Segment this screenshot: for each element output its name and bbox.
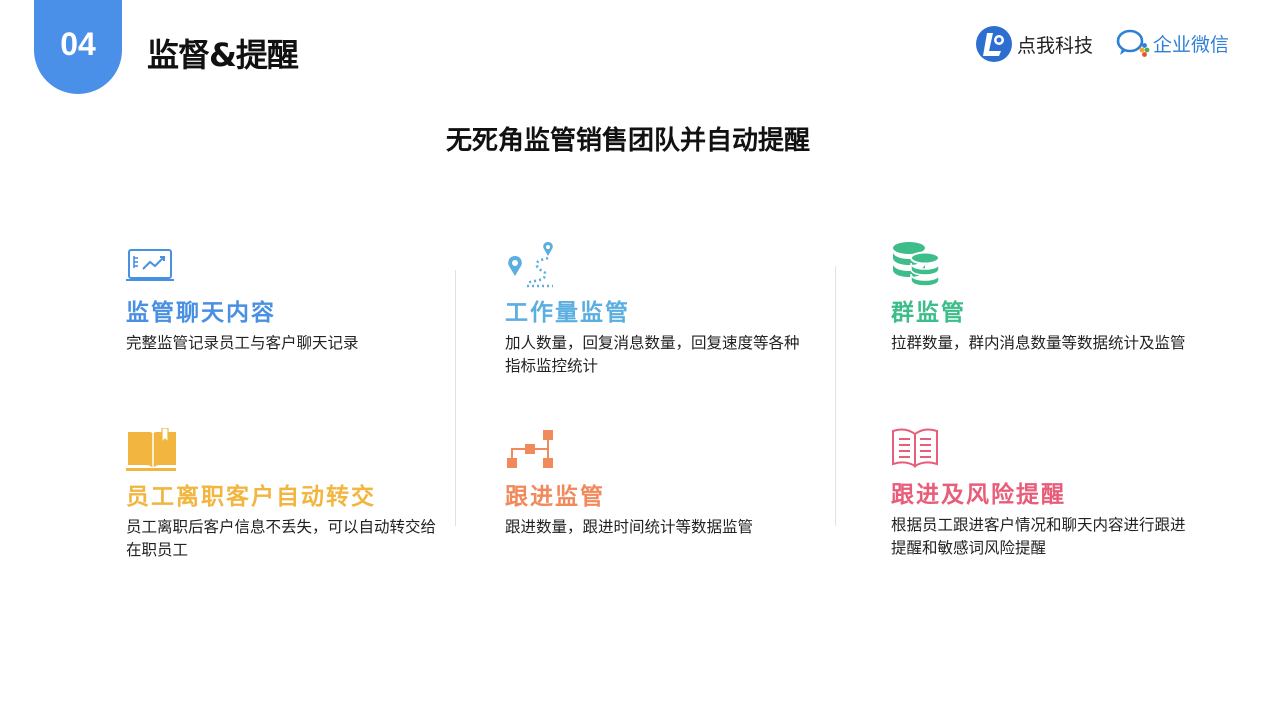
section-number: 04 bbox=[60, 25, 96, 62]
feature-title: 工作量监管 bbox=[505, 300, 630, 326]
flow-steps-icon bbox=[507, 430, 553, 468]
route-pin-icon bbox=[508, 242, 553, 288]
feature-title: 员工离职客户自动转交 bbox=[126, 484, 376, 510]
wecom-logo-label: 企业微信 bbox=[1153, 33, 1230, 56]
dianwo-logo: 点我科技 bbox=[975, 25, 1093, 63]
open-book-icon bbox=[126, 427, 176, 471]
feature-title: 跟进及风险提醒 bbox=[891, 482, 1066, 508]
coin-stack-icon bbox=[893, 242, 940, 287]
feature-workload-monitoring: 工作量监管 加人数量，回复消息数量，回复速度等各种指标监控统计 bbox=[505, 240, 805, 378]
column-divider-1 bbox=[455, 270, 456, 526]
feature-description: 跟进数量，跟进时间统计等数据监管 bbox=[505, 518, 754, 536]
column-divider-2 bbox=[835, 266, 836, 526]
section-number-badge: 04 bbox=[34, 0, 122, 94]
main-title: 无死角监管销售团队并自动提醒 bbox=[445, 126, 810, 156]
feature-group-monitoring: 群监管 拉群数量，群内消息数量等数据统计及监管 bbox=[891, 240, 1191, 355]
feature-description: 完整监管记录员工与客户聊天记录 bbox=[126, 334, 359, 352]
dianwo-logo-label: 点我科技 bbox=[1017, 34, 1094, 57]
feature-description: 员工离职后客户信息不丢失，可以自动转交给在职员工 bbox=[126, 518, 437, 559]
wecom-logo: 企业微信 bbox=[1116, 28, 1229, 58]
dianwo-logo-icon bbox=[976, 26, 1012, 62]
feature-followup-monitoring: 跟进监管 跟进数量，跟进时间统计等数据监管 bbox=[505, 428, 815, 539]
feature-auto-transfer: 员工离职客户自动转交 员工离职后客户信息不丢失，可以自动转交给在职员工 bbox=[126, 427, 437, 562]
monitor-chart-icon bbox=[126, 249, 174, 281]
feature-title: 跟进监管 bbox=[505, 484, 605, 510]
feature-title: 监管聊天内容 bbox=[126, 300, 276, 326]
feature-description: 拉群数量，群内消息数量等数据统计及监管 bbox=[891, 334, 1186, 352]
feature-title: 群监管 bbox=[891, 300, 966, 326]
wecom-logo-icon bbox=[1116, 29, 1150, 57]
feature-description: 加人数量，回复消息数量，回复速度等各种指标监控统计 bbox=[505, 334, 800, 375]
feature-chat-monitoring: 监管聊天内容 完整监管记录员工与客户聊天记录 bbox=[126, 244, 426, 355]
feature-risk-reminder: 跟进及风险提醒 根据员工跟进客户情况和聊天内容进行跟进提醒和敏感词风险提醒 bbox=[891, 426, 1191, 560]
feature-description: 根据员工跟进客户情况和聊天内容进行跟进提醒和敏感词风险提醒 bbox=[891, 516, 1186, 557]
section-title: 监督&提醒 bbox=[147, 36, 299, 74]
reading-book-icon bbox=[892, 428, 938, 468]
